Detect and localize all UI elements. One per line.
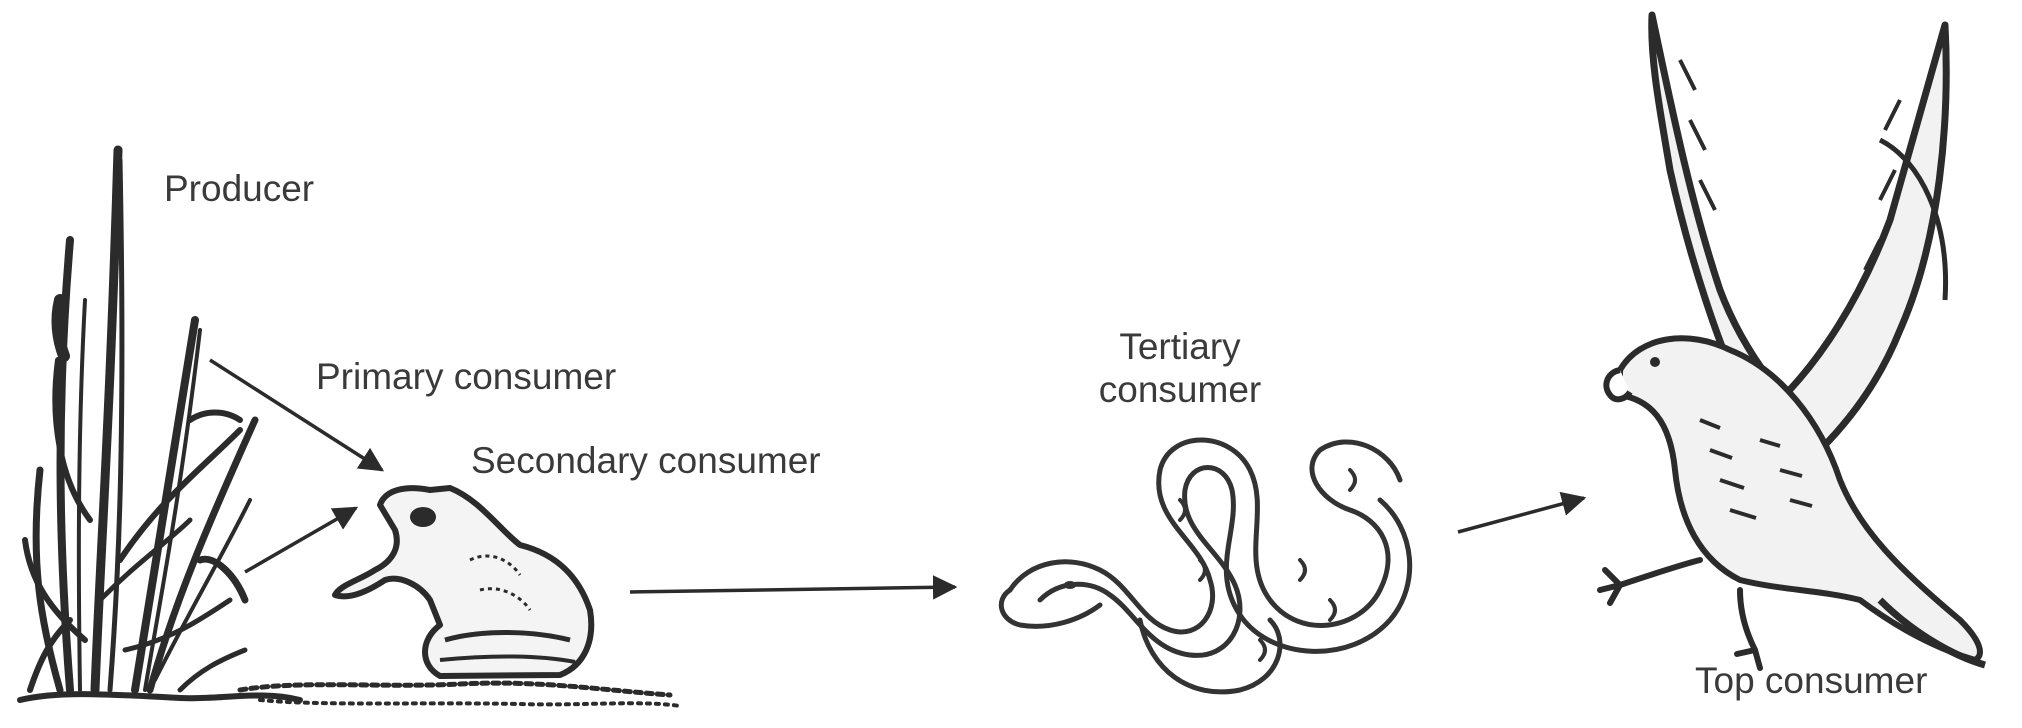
tertiary-consumer-label: Tertiary consumer [1090, 326, 1270, 411]
energy-flow-arrows [209, 358, 1587, 600]
snake-drawing [998, 437, 1413, 695]
primary-consumer-label: Primary consumer [316, 356, 617, 397]
tertiary-consumer-label-line2: consumer [1098, 368, 1262, 410]
arrow-frog-to-snake [629, 575, 958, 600]
grass-plant-drawing [17, 145, 682, 708]
frog-drawing [332, 485, 595, 679]
secondary-consumer-label: Secondary consumer [471, 440, 821, 481]
arrow-producer-to-primary [209, 358, 385, 472]
hawk-drawing [1597, 11, 1986, 671]
tertiary-consumer-label-line1: Tertiary [1119, 326, 1241, 367]
arrow-snake-to-hawk [1457, 491, 1587, 534]
producer-label: Producer [164, 168, 315, 209]
top-consumer-label: Top consumer [1695, 660, 1928, 701]
arrow-insect-to-frog [244, 506, 359, 574]
